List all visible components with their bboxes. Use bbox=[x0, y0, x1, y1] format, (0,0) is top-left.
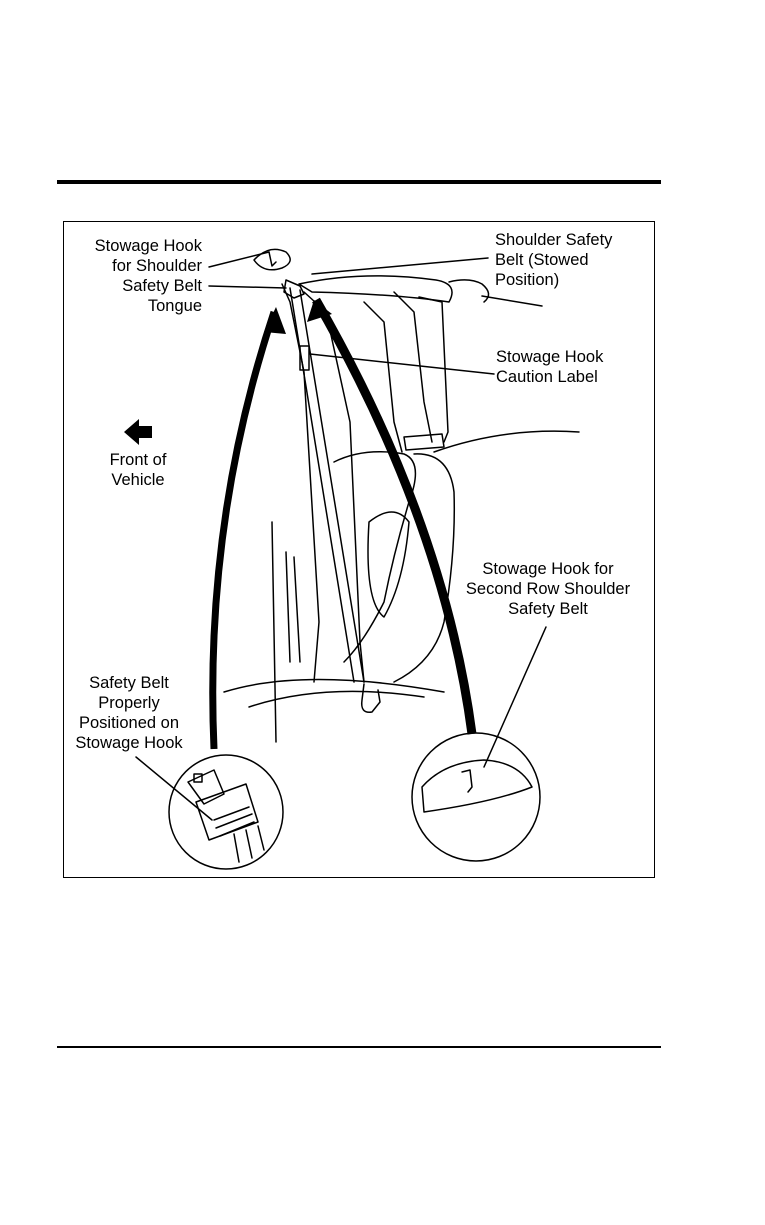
leader-line-tongue bbox=[209, 286, 286, 288]
header-rule bbox=[57, 180, 661, 184]
label-stowage-hook-tongue: Stowage Hook for Shoulder Safety Belt To… bbox=[70, 236, 202, 316]
detail-circle-right bbox=[412, 733, 540, 861]
vehicle-illustration bbox=[64, 222, 656, 879]
label-second-row-hook: Stowage Hook for Second Row Shoulder Saf… bbox=[448, 559, 648, 619]
detail-belt-tongue bbox=[196, 784, 258, 840]
window-frame-c bbox=[419, 297, 448, 442]
detail-belt-weave bbox=[214, 807, 254, 836]
leader-line-upper-hook bbox=[209, 252, 269, 267]
label-caution-label: Stowage Hook Caution Label bbox=[496, 347, 646, 387]
label-shoulder-belt-stowed: Shoulder Safety Belt (Stowed Position) bbox=[495, 230, 655, 290]
leader-line-shoulder-belt bbox=[312, 258, 488, 274]
rear-latch bbox=[404, 434, 444, 450]
detail-trim-shape bbox=[422, 760, 532, 812]
label-front-of-vehicle: Front of Vehicle bbox=[92, 450, 184, 490]
floor-contour bbox=[224, 680, 444, 693]
label-properly-positioned: Safety Belt Properly Positioned on Stowa… bbox=[66, 673, 192, 753]
leader-line-seat bbox=[434, 431, 579, 452]
detail-circle-left bbox=[169, 755, 283, 869]
seat-bolster bbox=[368, 512, 409, 617]
routing-arrow-left-head bbox=[264, 307, 286, 334]
footer-rule bbox=[57, 1046, 661, 1048]
door-panel-edge-3 bbox=[294, 557, 300, 662]
detail-second-row-hook bbox=[462, 770, 472, 792]
door-panel-edge-1 bbox=[272, 522, 276, 742]
detail-belt-strands bbox=[234, 826, 264, 862]
left-arrow-icon bbox=[124, 419, 152, 445]
door-panel-edge-2 bbox=[286, 552, 290, 662]
b-pillar-left bbox=[282, 284, 319, 682]
upper-hook bbox=[269, 252, 276, 266]
buckle bbox=[362, 684, 380, 712]
seatbelt-stowage-figure: Stowage Hook for Shoulder Safety Belt To… bbox=[63, 221, 655, 878]
roof-trim-end bbox=[449, 280, 489, 302]
roof-trim bbox=[299, 276, 452, 302]
routing-arrow-right bbox=[316, 300, 472, 734]
leader-line-roof bbox=[482, 296, 542, 306]
